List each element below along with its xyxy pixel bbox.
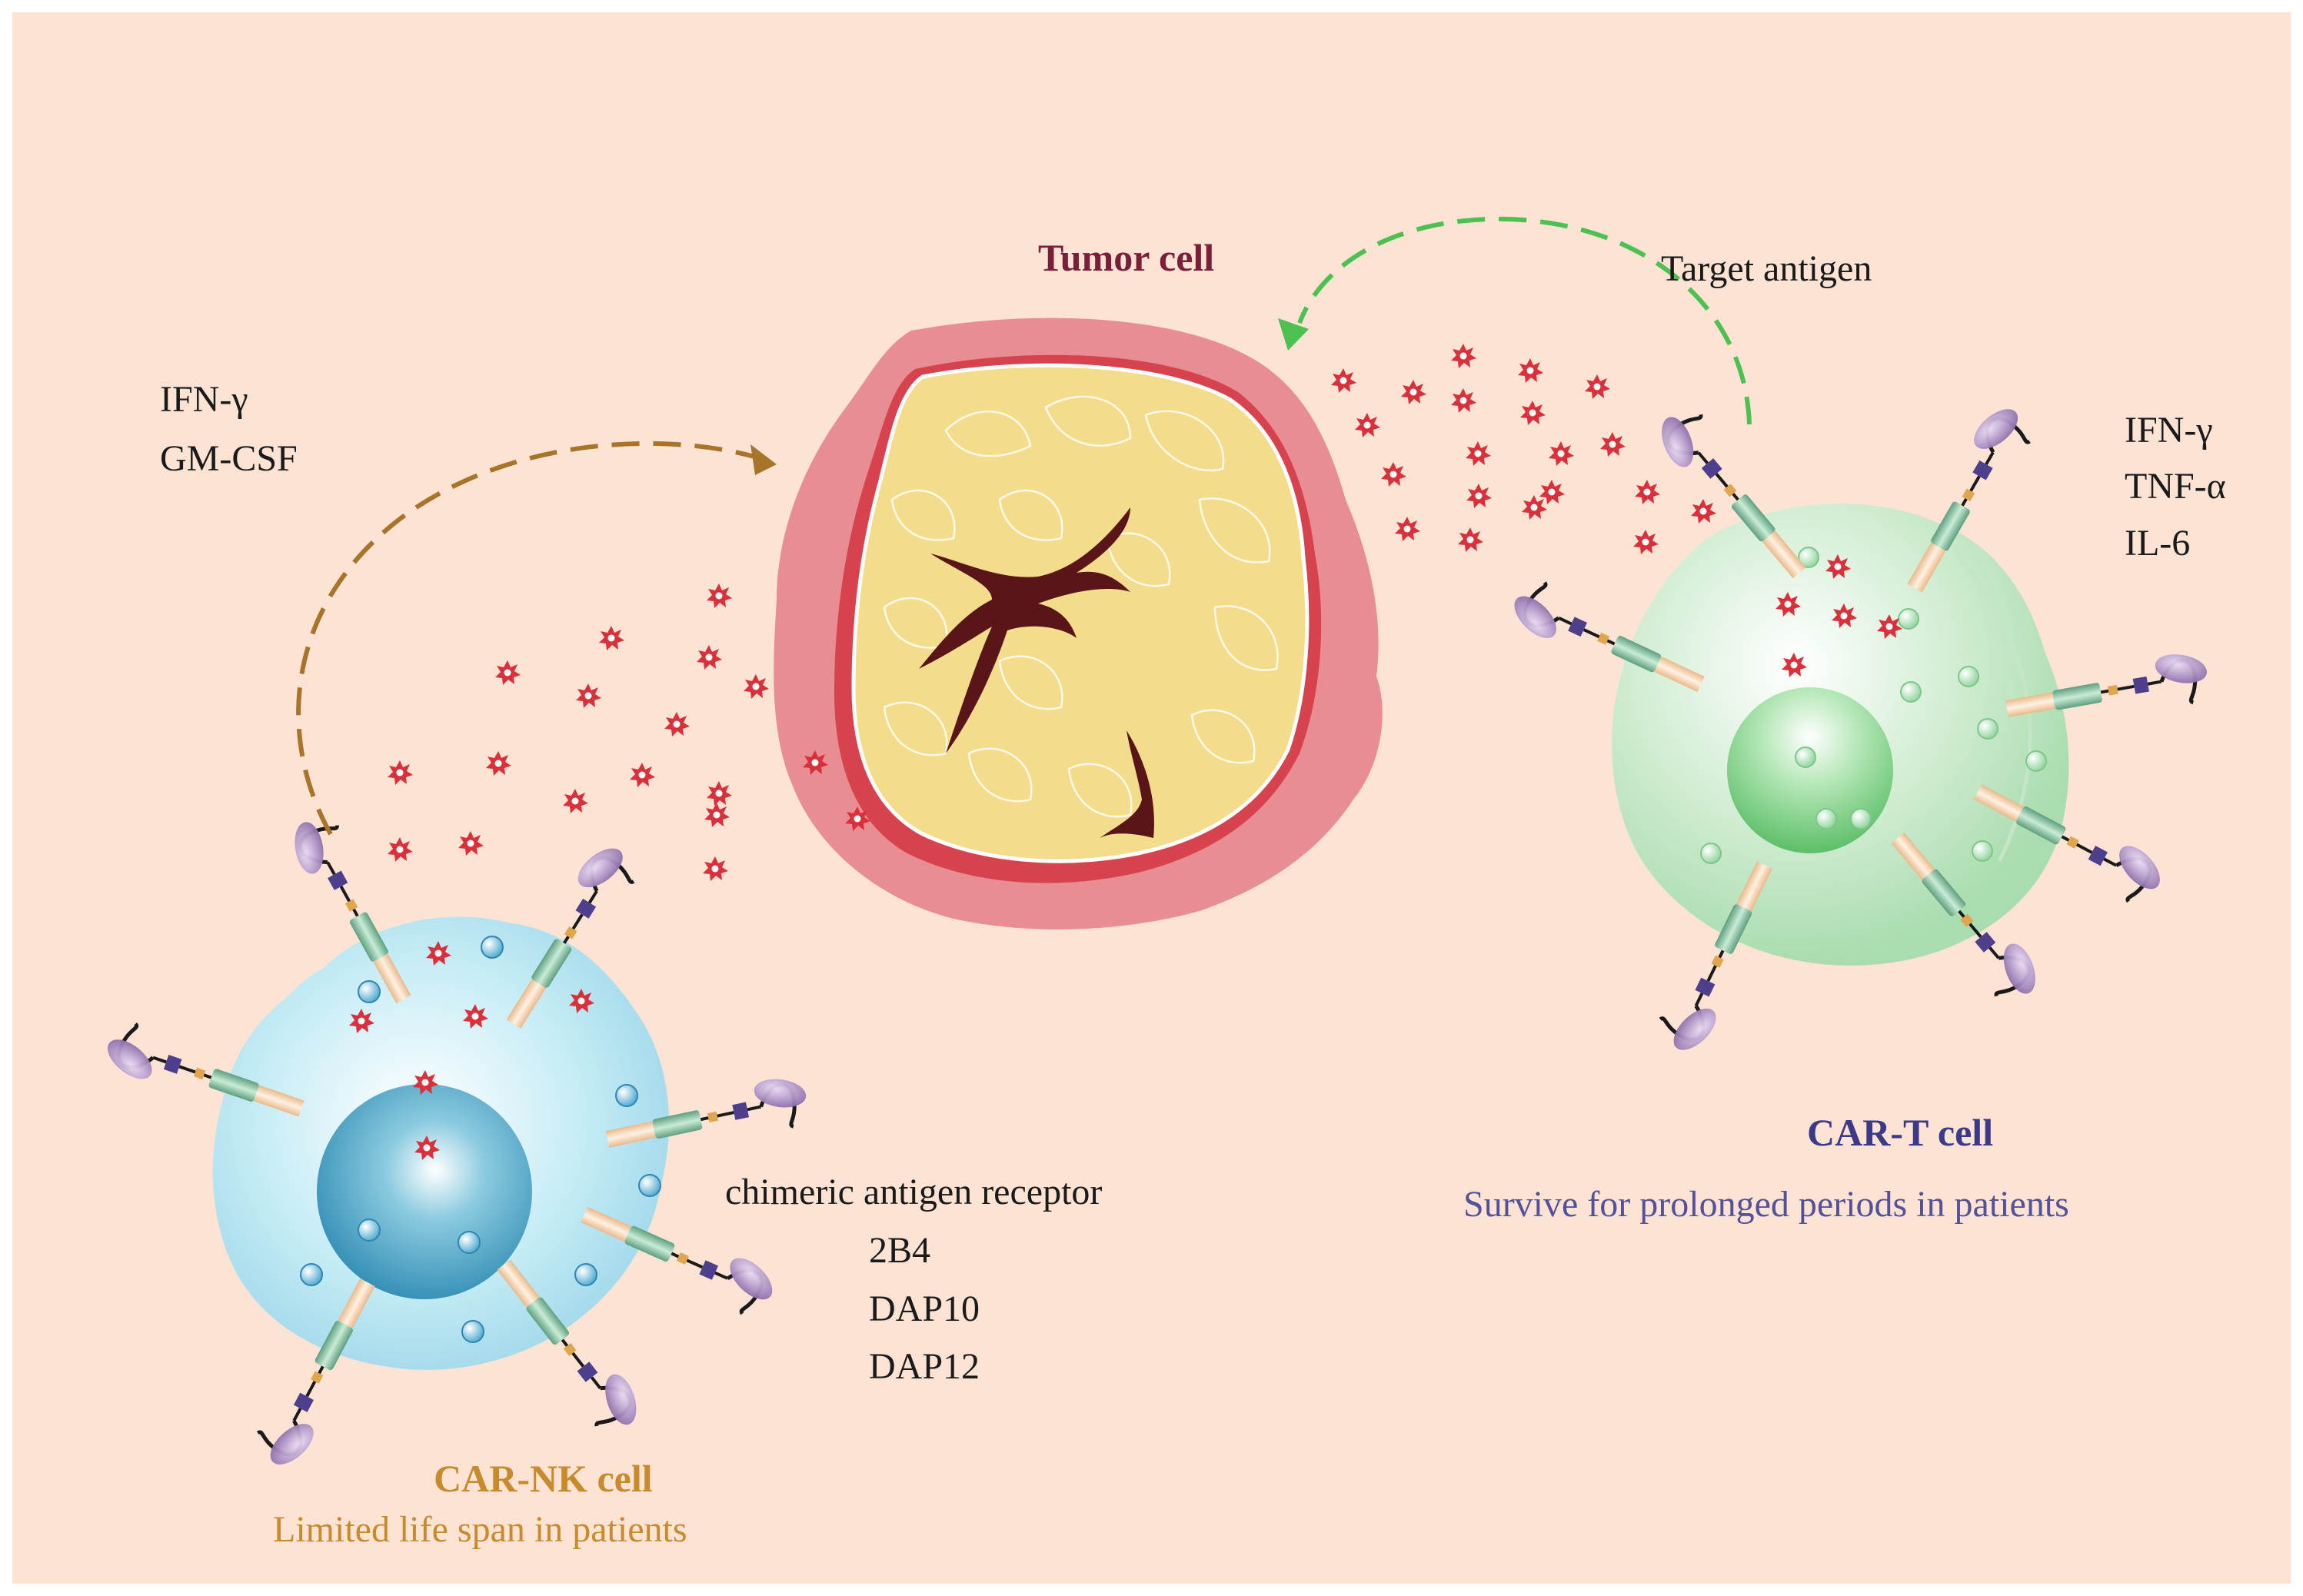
- nk-cytokine-gm-csf: GM-CSF: [160, 438, 298, 479]
- car-nk-vesicles: [300, 936, 661, 1343]
- t-cytokine-ifn-gamma: IFN-γ: [2125, 410, 2213, 451]
- tumor-nucleolus-fragment: [1100, 730, 1154, 838]
- car-t-cell: [1499, 393, 2216, 1066]
- car-t-membrane-fold: [1967, 567, 2032, 863]
- nk-cytokine-ifn-gamma: IFN-γ: [160, 379, 248, 420]
- tumor-nucleus: [851, 363, 1310, 863]
- car-nk-cell: [95, 805, 816, 1480]
- t-cytokine-il-6: IL-6: [2125, 523, 2190, 564]
- tumor-cell-title: Tumor cell: [1038, 236, 1214, 279]
- car-t-title: CAR-T cell: [1807, 1111, 1993, 1154]
- car-domain-dap10: DAP10: [869, 1288, 980, 1329]
- car-nk-title: CAR-NK cell: [434, 1457, 653, 1500]
- car-domain-dap12: DAP12: [869, 1346, 980, 1387]
- car-t-subtitle: Survive for prolonged periods in patient…: [1463, 1184, 2069, 1225]
- car-t-nucleus: [1727, 687, 1893, 853]
- t-antigen-arrow: [1278, 216, 1752, 425]
- tumor-chromatin-pattern: [883, 395, 1279, 818]
- car-label: chimeric antigen receptor: [725, 1172, 1102, 1212]
- tumor-nucleolus: [919, 507, 1130, 753]
- car-nk-nucleus: [317, 1084, 532, 1299]
- target-antigen-label: Target antigen: [1661, 248, 1872, 289]
- car-nk-subtitle: Limited life span in patients: [273, 1509, 687, 1550]
- t-cytokine-tnf-alpha: TNF-α: [2125, 466, 2226, 507]
- nk-cytokine-arrow: [296, 441, 777, 836]
- car-domain-2b4: 2B4: [869, 1230, 930, 1271]
- car-t-vesicles: [1700, 547, 2047, 864]
- tumor-cell: [774, 318, 1383, 929]
